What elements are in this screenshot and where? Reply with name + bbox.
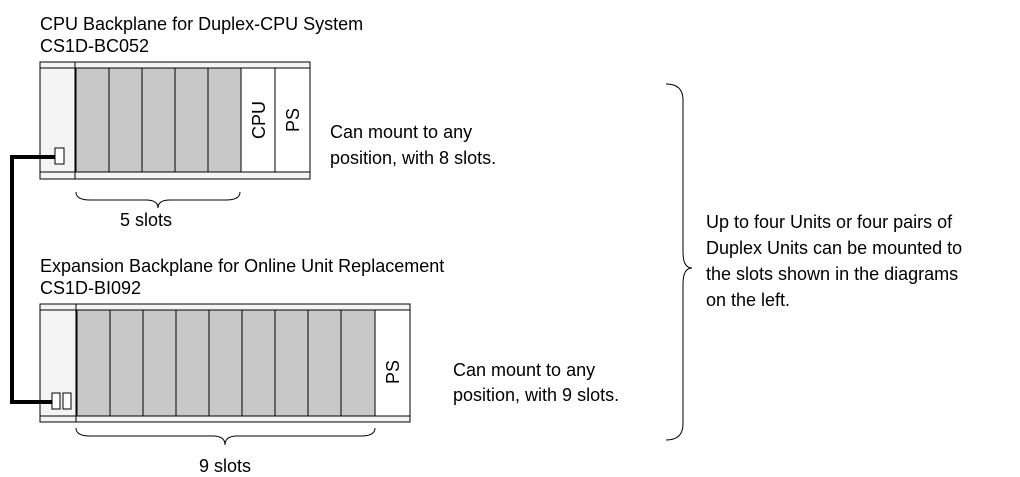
top-mount-note-line-2: position, with 8 slots. xyxy=(330,148,497,168)
summary-note-line-3: the slots shown in the diagrams xyxy=(706,264,959,284)
top-slot-brace xyxy=(75,191,241,209)
top-backplane-title: CPU Backplane for Duplex-CPU System xyxy=(40,14,364,34)
top-backplane: CPU PS xyxy=(39,61,311,209)
bottom-slot xyxy=(340,309,376,417)
bottom-ps-label: PS xyxy=(383,360,403,384)
top-expansion-connector xyxy=(54,147,65,165)
bottom-expansion-connector xyxy=(51,392,61,410)
top-slot xyxy=(174,67,209,173)
expansion-cable xyxy=(10,155,55,404)
bottom-slot xyxy=(109,309,144,417)
bottom-slot xyxy=(142,309,177,417)
top-slot xyxy=(141,67,176,173)
bottom-slot xyxy=(307,309,342,417)
top-slot xyxy=(75,67,110,173)
summary-note-line-4: on the left. xyxy=(706,290,791,310)
top-slot xyxy=(108,67,143,173)
summary-note-line-1: Up to four Units or four pairs of xyxy=(706,212,953,232)
top-ps-unit xyxy=(274,67,311,173)
top-mount-note-line-1: Can mount to any xyxy=(330,122,473,142)
top-ps-label: PS xyxy=(283,108,303,132)
bottom-mount-note-line-2: position, with 9 slots. xyxy=(453,385,620,405)
bottom-ps-unit xyxy=(374,309,411,417)
bottom-slot xyxy=(274,309,309,417)
top-slot-count-label: 5 slots xyxy=(120,210,173,230)
bottom-expansion-connector xyxy=(62,392,72,410)
bottom-slot xyxy=(175,309,210,417)
top-cpu-unit xyxy=(240,67,276,173)
bottom-slot xyxy=(241,309,276,417)
bottom-slot-brace xyxy=(75,427,376,446)
summary-brace xyxy=(665,83,693,441)
bottom-backplane-model: CS1D-BI092 xyxy=(40,278,142,298)
top-cpu-label: CPU xyxy=(249,101,269,139)
bottom-slot-count-label: 9 slots xyxy=(199,456,252,476)
top-slot xyxy=(207,67,242,173)
bottom-slot xyxy=(208,309,243,417)
bottom-backplane: PS xyxy=(39,303,411,446)
top-backplane-model: CS1D-BC052 xyxy=(40,36,150,56)
bottom-backplane-title: Expansion Backplane for Online Unit Repl… xyxy=(40,256,445,276)
bottom-slot xyxy=(76,309,111,417)
summary-note-line-2: Duplex Units can be mounted to xyxy=(706,238,963,258)
bottom-mount-note-line-1: Can mount to any xyxy=(453,360,596,380)
